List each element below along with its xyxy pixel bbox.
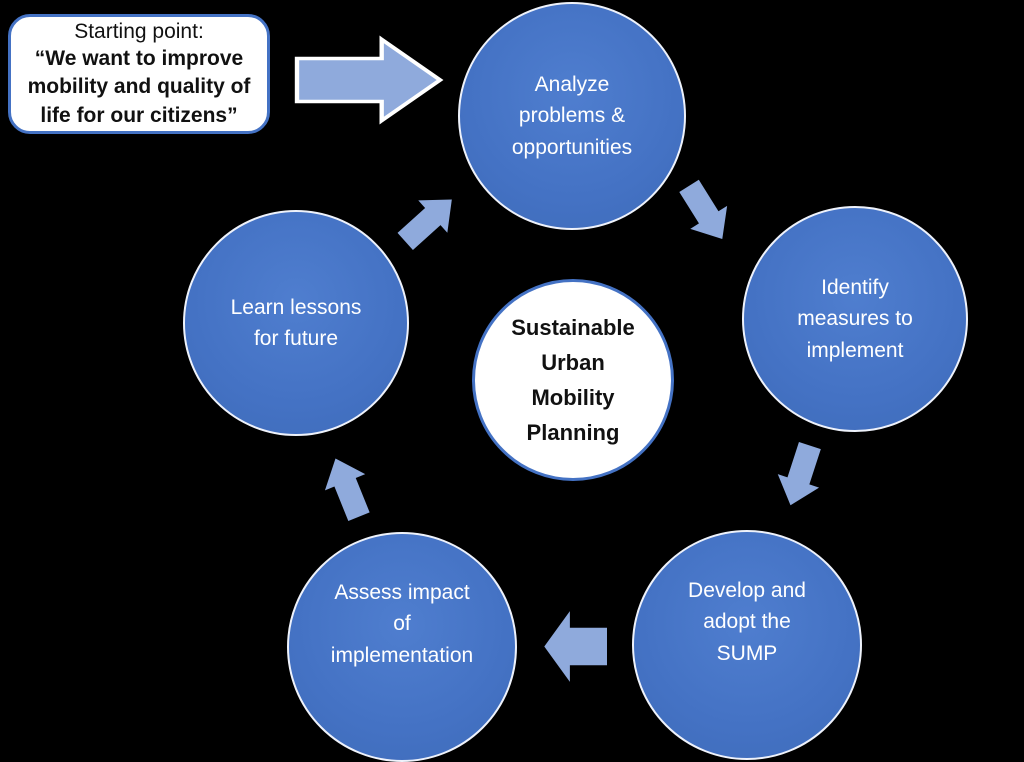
- arrow-learn-to-analyze-icon: [397, 199, 452, 250]
- starting-point-callout: Starting point: “We want to improve mobi…: [8, 14, 270, 134]
- stage-label-assess-impact: Assess impact of implementation: [330, 580, 474, 667]
- stage-label-develop-adopt-sump: Develop and adopt the SUMP: [688, 578, 806, 665]
- center-circle: Sustainable Urban Mobility Planning: [472, 279, 674, 481]
- stage-label-learn-lessons: Learn lessons for future: [230, 295, 362, 351]
- starting-point-quote: “We want to improve mobility and quality…: [27, 47, 251, 127]
- starting-point-heading: Starting point:: [74, 19, 204, 43]
- stage-circle-develop-adopt-sump: Develop and adopt the SUMP: [632, 530, 862, 760]
- arrow-analyze-to-identify-icon: [679, 179, 728, 240]
- arrow-identify-to-develop-icon: [777, 442, 821, 506]
- stage-label-analyze-problems: Analyze problems & opportunities: [511, 72, 633, 159]
- arrow-start-to-analyze-icon: [294, 35, 444, 125]
- stage-circle-identify-measures: Identify measures to implement: [742, 206, 968, 432]
- center-circle-label: Sustainable Urban Mobility Planning: [511, 314, 635, 446]
- stage-label-identify-measures: Identify measures to implement: [797, 275, 913, 362]
- stage-circle-analyze-problems: Analyze problems & opportunities: [458, 2, 686, 230]
- arrow-develop-to-assess-icon: [544, 611, 607, 682]
- stage-circle-assess-impact: Assess impact of implementation: [287, 532, 517, 762]
- stage-circle-learn-lessons: Learn lessons for future: [183, 210, 409, 436]
- arrow-assess-to-learn-icon: [324, 458, 370, 521]
